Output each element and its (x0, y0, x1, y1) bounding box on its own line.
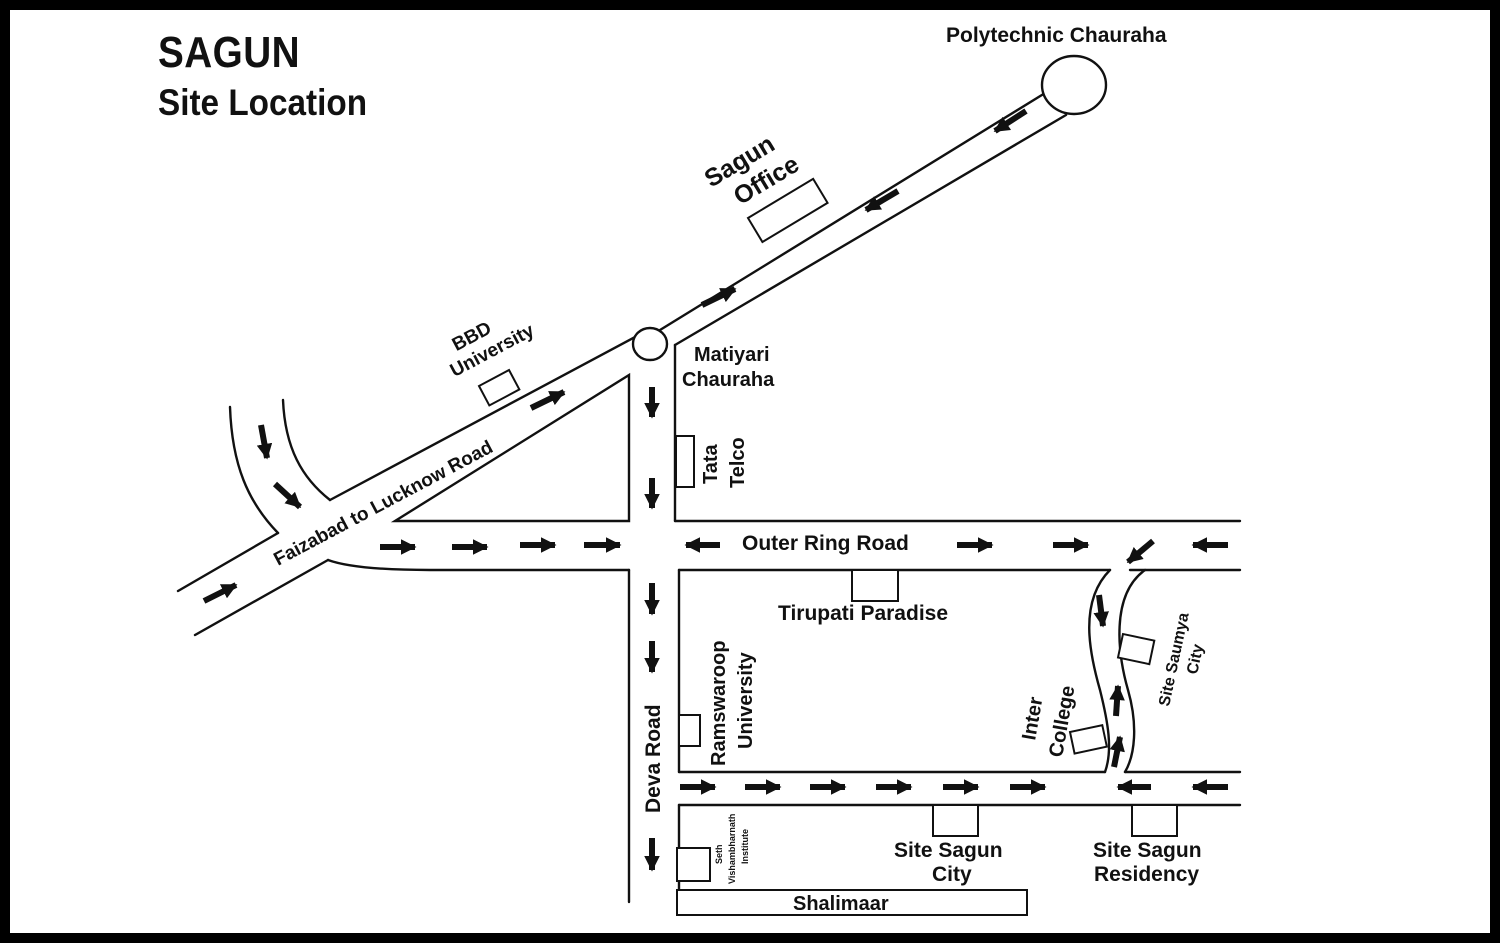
outer-ring-road-label: Outer Ring Road (742, 532, 909, 555)
arrow-icon (202, 582, 238, 604)
tirupati-paradise-box (851, 569, 899, 602)
arrow-icon (256, 424, 273, 460)
shalimaar-label: Shalimaar (793, 893, 889, 915)
tata-telco-box (675, 435, 695, 488)
arrow-icon (993, 108, 1028, 134)
faizabad-road-lower-edge-2 (673, 113, 1068, 347)
seth-label-1: Seth (714, 844, 724, 864)
polytechnic-label: Polytechnic Chauraha (946, 24, 1167, 47)
inter-college-label-1: Inter (1018, 695, 1047, 742)
arrow-icon (272, 481, 303, 510)
saumya-label-2: City (1184, 643, 1207, 676)
sagun-city-label-1: Site Sagun (894, 839, 1003, 862)
arrow-icon (864, 188, 900, 213)
faizabad-road-lower-edge (193, 558, 330, 637)
arrow-icon (1126, 538, 1155, 565)
polytechnic-roundabout (1040, 54, 1108, 116)
tirupati-label: Tirupati Paradise (778, 602, 948, 625)
connector-right-edge (1118, 568, 1147, 774)
faizabad-road-label: Faizabad to Lucknow Road (270, 437, 496, 571)
sagun-residency-label-2: Residency (1094, 863, 1199, 886)
arrow-icon (1109, 735, 1125, 768)
sagun-residency-box (1131, 804, 1178, 837)
tata-label-2: Telco (727, 437, 749, 488)
ramswaroop-label-2: University (735, 651, 757, 749)
seth-label-2: Vishambharnath (727, 814, 737, 884)
matiyari-label-2: Chauraha (682, 369, 775, 391)
matiyari-roundabout (631, 326, 669, 362)
tata-label-1: Tata (700, 443, 722, 484)
arrow-icon (1093, 594, 1109, 628)
ramswaroop-university-box (678, 714, 701, 747)
seth-label-3: Institute (740, 829, 750, 864)
shalimaar-box (676, 889, 1028, 916)
junction-triangle (390, 372, 631, 523)
arrow-icon (700, 286, 737, 308)
seth-institute-box (676, 847, 711, 882)
arrow-icon (1109, 684, 1125, 717)
feeder-road-right-edge (281, 398, 332, 502)
outer-ring-lower-edge-left (326, 558, 631, 572)
sagun-residency-label-1: Site Sagun (1093, 839, 1202, 862)
ramswaroop-label-1: Ramswaroop (708, 640, 730, 766)
map-canvas: SAGUN Site Location (10, 10, 1490, 933)
saumya-city-box (1116, 632, 1156, 666)
map-title: SAGUN (158, 28, 301, 77)
feeder-road-left-edge (228, 405, 280, 535)
sagun-office-box (746, 177, 829, 244)
sagun-city-label-2: City (932, 863, 972, 886)
sagun-city-box (932, 804, 979, 837)
map-subtitle: Site Location (158, 82, 368, 123)
route-map: Polytechnic Chauraha Sagun Office BBD Un… (176, 24, 1242, 916)
arrow-icon (529, 389, 566, 411)
faizabad-road-upper-edge-2 (328, 334, 639, 502)
deva-road-label: Deva Road (642, 704, 665, 813)
faizabad-road-upper-edge (176, 531, 280, 593)
connector-left-edge (1088, 568, 1112, 774)
matiyari-label-1: Matiyari (694, 344, 770, 366)
bbd-university-box (477, 368, 521, 407)
inter-college-box (1068, 723, 1109, 755)
